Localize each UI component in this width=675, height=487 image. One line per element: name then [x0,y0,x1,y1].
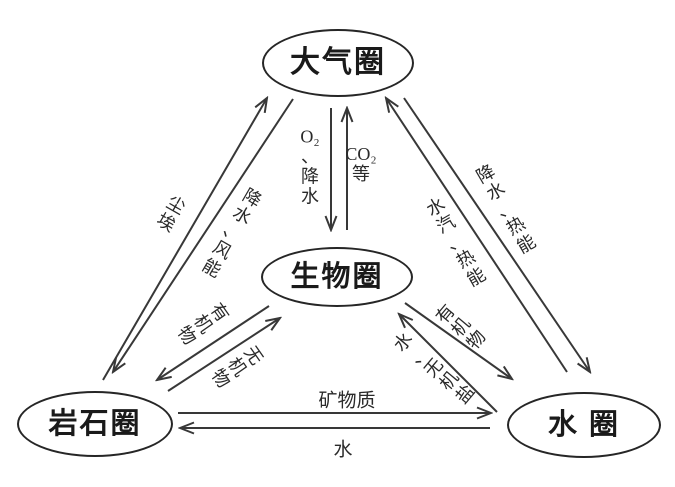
arrow-precip-heat-line [403,97,590,372]
edge-label-minerals: 矿物质 [318,390,376,412]
arrow-precip-wind-line [113,98,294,372]
node-biosphere: 生物圈 [261,247,413,307]
node-atmosphere: 大气圈 [262,29,414,97]
edge-label-o2-precip: O₂、降水 [300,126,320,208]
edge-label-water: 水 [333,439,353,461]
node-hydrosphere-label: 水 圈 [547,408,621,441]
arrow-vapor-heat-line [386,98,568,373]
arrow-organic-to-lithosphere-line [157,305,270,380]
arrow-inorganic-to-biosphere-line [167,318,280,392]
node-atmosphere-label: 大气圈 [290,46,386,79]
node-hydrosphere: 水 圈 [507,392,661,458]
arrow-water-salts-line [399,314,498,413]
node-lithosphere-label: 岩石圈 [48,407,142,440]
arrow-organic-to-hydrosphere-line [404,302,512,379]
node-biosphere-label: 生物圈 [290,260,384,293]
node-lithosphere: 岩石圈 [17,391,173,457]
arrow-dust-line [102,98,267,381]
